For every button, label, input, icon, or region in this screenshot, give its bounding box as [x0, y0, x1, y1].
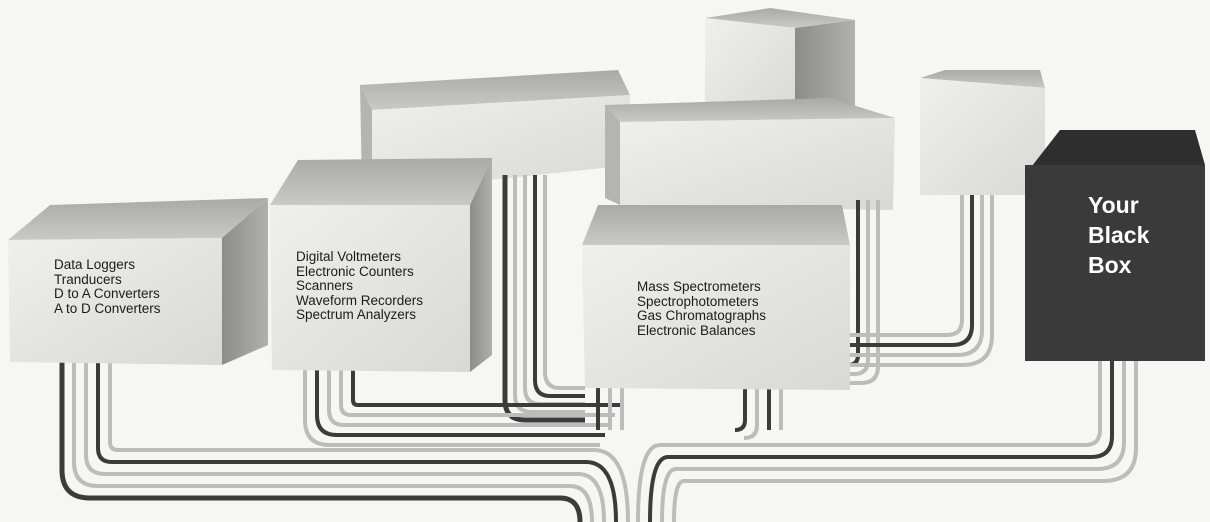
box-lab: [582, 205, 850, 390]
back-box-middle: [605, 98, 895, 210]
black-box-line-1: Your: [1088, 192, 1139, 218]
cable-black-box: [636, 360, 1138, 522]
lab-line-2: Spectrophotometers: [637, 293, 759, 309]
instruments-line-4: Waveform Recorders: [296, 292, 424, 308]
cable-back-right: [850, 195, 994, 367]
back-box-top: [705, 8, 855, 118]
box-your-black-box: [1025, 130, 1205, 361]
instruments-line-3: Scanners: [296, 278, 354, 294]
data-loggers-line-1: Data Loggers: [54, 257, 136, 272]
lab-line-4: Electronic Balances: [637, 322, 756, 338]
instruments-line-1: Digital Voltmeters: [296, 249, 402, 264]
cable-left-box: [59, 360, 630, 522]
box-instruments: [270, 158, 492, 372]
black-box-label: Your Black Box: [1088, 190, 1149, 280]
instruments-label: Digital Voltmeters Electronic Counters S…: [296, 249, 424, 323]
data-loggers-line-3: D to A Converters: [54, 286, 160, 302]
cable-instruments-box: [303, 370, 620, 447]
back-box-right: [920, 70, 1045, 195]
data-loggers-line-4: A to D Converters: [54, 300, 161, 316]
lab-line-3: Gas Chromatographs: [637, 308, 767, 324]
data-loggers-label: Data Loggers Tranducers D to A Converter…: [54, 257, 161, 316]
cable-lab-box: [596, 385, 783, 440]
data-loggers-line-2: Tranducers: [54, 271, 122, 287]
instruments-line-5: Spectrum Analyzers: [296, 307, 417, 323]
instruments-line-2: Electronic Counters: [296, 263, 414, 279]
black-box-line-2: Black: [1088, 222, 1150, 248]
cable-bundles: [59, 175, 1138, 522]
lab-label: Mass Spectrometers Spectrophotometers Ga…: [637, 279, 767, 338]
cable-back-left: [502, 175, 585, 423]
lab-line-1: Mass Spectrometers: [637, 279, 761, 294]
black-box-line-3: Box: [1088, 252, 1132, 278]
box-data-loggers: [8, 198, 268, 365]
